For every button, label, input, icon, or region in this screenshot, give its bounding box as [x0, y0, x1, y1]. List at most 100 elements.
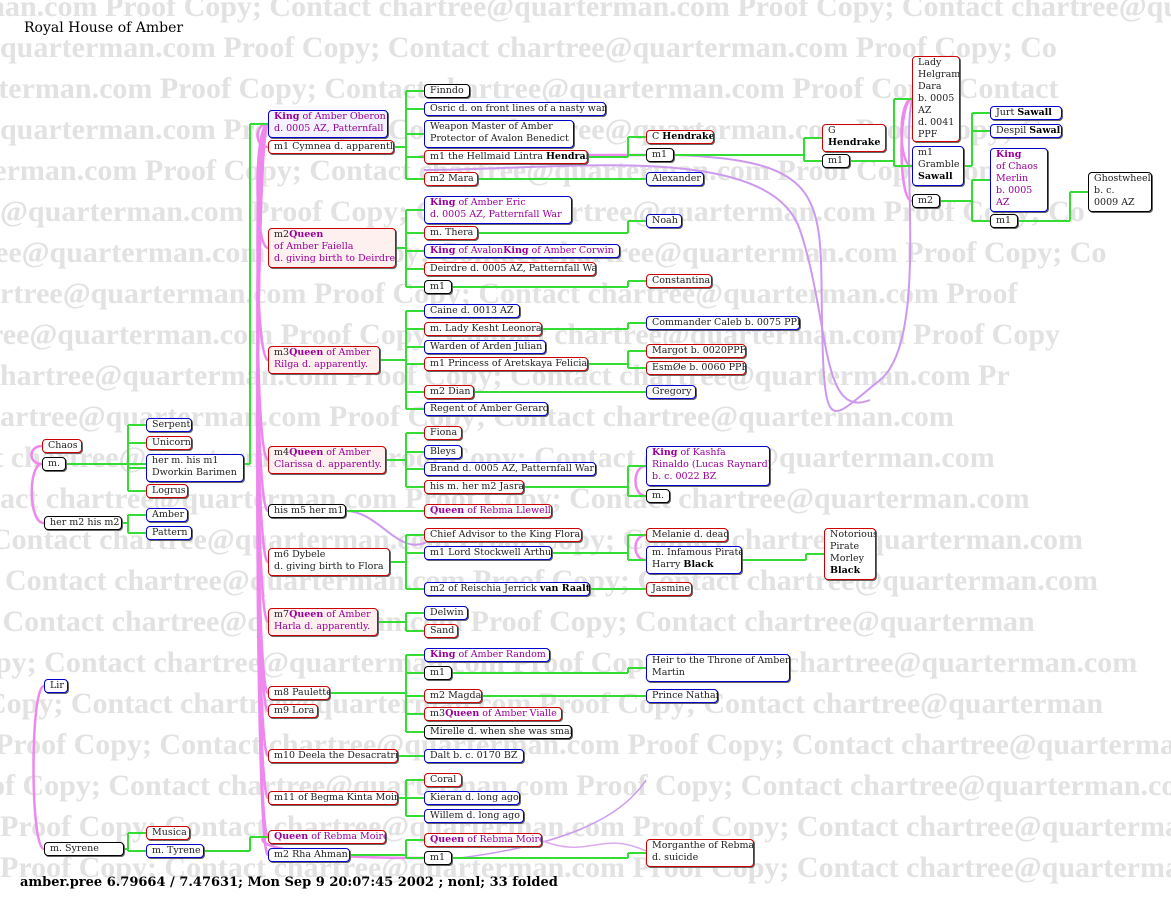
tree-node-willem[interactable]: Willem d. long ago	[424, 809, 524, 823]
tree-node-m1-merlin[interactable]: m1	[990, 214, 1018, 228]
connector-line	[673, 99, 913, 412]
tree-node-moire2[interactable]: Queen of Rebma Moire	[424, 833, 542, 847]
tree-node-coral[interactable]: Coral	[424, 773, 462, 787]
tree-node-llewella[interactable]: Queen of Rebma Llewella	[424, 504, 552, 518]
tree-node-m1-corwin[interactable]: m1	[424, 280, 452, 294]
tree-node-musica[interactable]: Musica	[146, 826, 190, 840]
tree-node-m1-moire[interactable]: m1	[424, 851, 452, 865]
tree-node-gerard[interactable]: Regent of Amber Gerard	[424, 402, 548, 416]
tree-node-finndo[interactable]: Finndo	[424, 84, 470, 98]
tree-node-gregory[interactable]: Gregory	[646, 385, 696, 399]
tree-node-m1-g[interactable]: m1	[822, 154, 850, 168]
tree-node-kieran[interactable]: Kieran d. long ago	[424, 791, 520, 805]
tree-node-delwin[interactable]: Delwin	[424, 606, 468, 620]
tree-node-jurt[interactable]: Jurt Sawall	[990, 106, 1062, 120]
tree-node-begma[interactable]: m11 of Begma Kinta Moir	[268, 791, 398, 805]
node-line: C Hendrake	[652, 131, 713, 143]
tree-node-dian[interactable]: m2 Dian	[424, 385, 474, 399]
tree-node-logrus[interactable]: Logrus	[146, 484, 188, 498]
tree-node-esmoe[interactable]: EsmØe b. 0060 PPF	[646, 361, 746, 375]
tree-node-deirdre[interactable]: Deirdre d. 0005 AZ, Patternfall War	[424, 262, 596, 276]
node-text: Noah	[652, 215, 678, 226]
tree-node-jasmine[interactable]: Jasmine	[646, 582, 692, 596]
tree-node-jerrick[interactable]: m2 of Reischia Jerrick van Raalte	[424, 582, 590, 596]
tree-node-paulette[interactable]: m8 Paulette	[268, 686, 330, 700]
tree-node-sand[interactable]: Sand	[424, 624, 458, 638]
tree-node-despil[interactable]: Despil Sawall	[990, 124, 1062, 138]
tree-node-osric[interactable]: Osric d. on front lines of a nasty war	[424, 102, 606, 116]
tree-node-fiona[interactable]: Fiona	[424, 426, 462, 440]
tree-node-serpent[interactable]: Serpent	[146, 418, 192, 432]
tree-node-msyrene[interactable]: m. Syrene	[44, 842, 124, 856]
tree-node-deela[interactable]: m10 Deela the Desacratrix	[268, 749, 398, 763]
node-text: Clarissa d. apparently.	[274, 459, 382, 470]
tree-node-vialle[interactable]: m3Queen of Amber Vialle	[424, 707, 562, 721]
tree-node-brand[interactable]: Brand d. 0005 AZ, Patternfall War	[424, 462, 596, 476]
tree-node-m-chaos[interactable]: m.	[42, 457, 66, 471]
tree-node-lintra[interactable]: m1 the Hellmaid Lintra Hendrake	[424, 150, 588, 164]
tree-node-margot[interactable]: Margot b. 0020PPF	[646, 344, 746, 358]
tree-node-jasra[interactable]: his m. her m2 Jasra	[424, 480, 524, 494]
tree-node-chendrake[interactable]: C Hendrake	[646, 130, 714, 144]
tree-node-noah[interactable]: Noah	[646, 214, 682, 228]
tree-node-moire1[interactable]: Queen of Rebma Moire	[268, 830, 386, 844]
tree-node-m-rinaldo[interactable]: m.	[646, 489, 670, 503]
tree-node-bleys[interactable]: Bleys	[424, 445, 462, 459]
tree-node-hism5[interactable]: his m5 her m1	[268, 504, 346, 518]
tree-node-amber[interactable]: Amber	[146, 508, 188, 522]
tree-node-thera[interactable]: m. Thera	[424, 226, 478, 240]
tree-node-unicorn[interactable]: Unicorn	[146, 436, 192, 450]
node-text: Rinaldo (Lucas Raynard)	[652, 459, 770, 470]
connector-line	[900, 97, 913, 203]
tree-node-mtyrene[interactable]: m. Tyrene	[146, 844, 204, 858]
tree-node-caine[interactable]: Caine d. 0013 AZ	[424, 304, 520, 318]
tree-node-corwin[interactable]: King of AvalonKing of Amber Corwin	[424, 244, 620, 258]
tree-node-arthur[interactable]: m1 Lord Stockwell Arthur	[424, 546, 552, 560]
tree-node-mara[interactable]: m2 Mara	[424, 172, 478, 186]
tree-node-alexander[interactable]: Alexander	[646, 172, 704, 186]
tree-node-lir[interactable]: Lir	[44, 679, 68, 693]
tree-node-julian[interactable]: Warden of Arden Julian	[424, 340, 546, 354]
tree-node-rhaahman[interactable]: m2 Rha Ahman	[268, 848, 350, 862]
tree-node-nathan[interactable]: Prince Nathan	[646, 689, 718, 703]
tree-node-m2-dara[interactable]: m2	[912, 194, 940, 208]
tree-node-felicia[interactable]: m1 Princess of Aretskaya Felicia	[424, 357, 588, 371]
node-line: Protector of Avalon Benedict	[430, 133, 569, 145]
tree-node-magda[interactable]: m2 Magda	[424, 689, 482, 703]
tree-node-dalt[interactable]: Dalt b. c. 0170 BZ	[424, 749, 524, 763]
tree-node-random[interactable]: King of Amber Random	[424, 648, 550, 662]
tree-node-leonora[interactable]: m. Lady Kesht Leonora	[424, 322, 542, 336]
tree-node-mirelle[interactable]: Mirelle d. when she was small	[424, 725, 572, 739]
tree-node-m1-hend[interactable]: m1	[646, 148, 674, 162]
tree-node-chaos[interactable]: Chaos	[42, 439, 82, 453]
tree-node-constantina[interactable]: Constantina	[646, 274, 712, 288]
tree-node-m1-random[interactable]: m1	[424, 666, 452, 680]
tree-node-herm2[interactable]: her m2 his m2	[44, 516, 122, 530]
tree-node-cymnea[interactable]: m1 Cymnea d. apparently.	[268, 140, 394, 154]
tree-node-melanie[interactable]: Melanie d. dead	[646, 528, 728, 542]
node-text: Morganthe of Rebma	[652, 840, 754, 851]
tree-node-caleb[interactable]: Commander Caleb b. 0075 PPF	[646, 316, 800, 330]
tree-node-lora[interactable]: m9 Lora	[268, 704, 318, 718]
tree-node-flora[interactable]: Chief Advisor to the King Flora	[424, 528, 582, 542]
tree-node-pattern[interactable]: Pattern	[146, 526, 192, 540]
